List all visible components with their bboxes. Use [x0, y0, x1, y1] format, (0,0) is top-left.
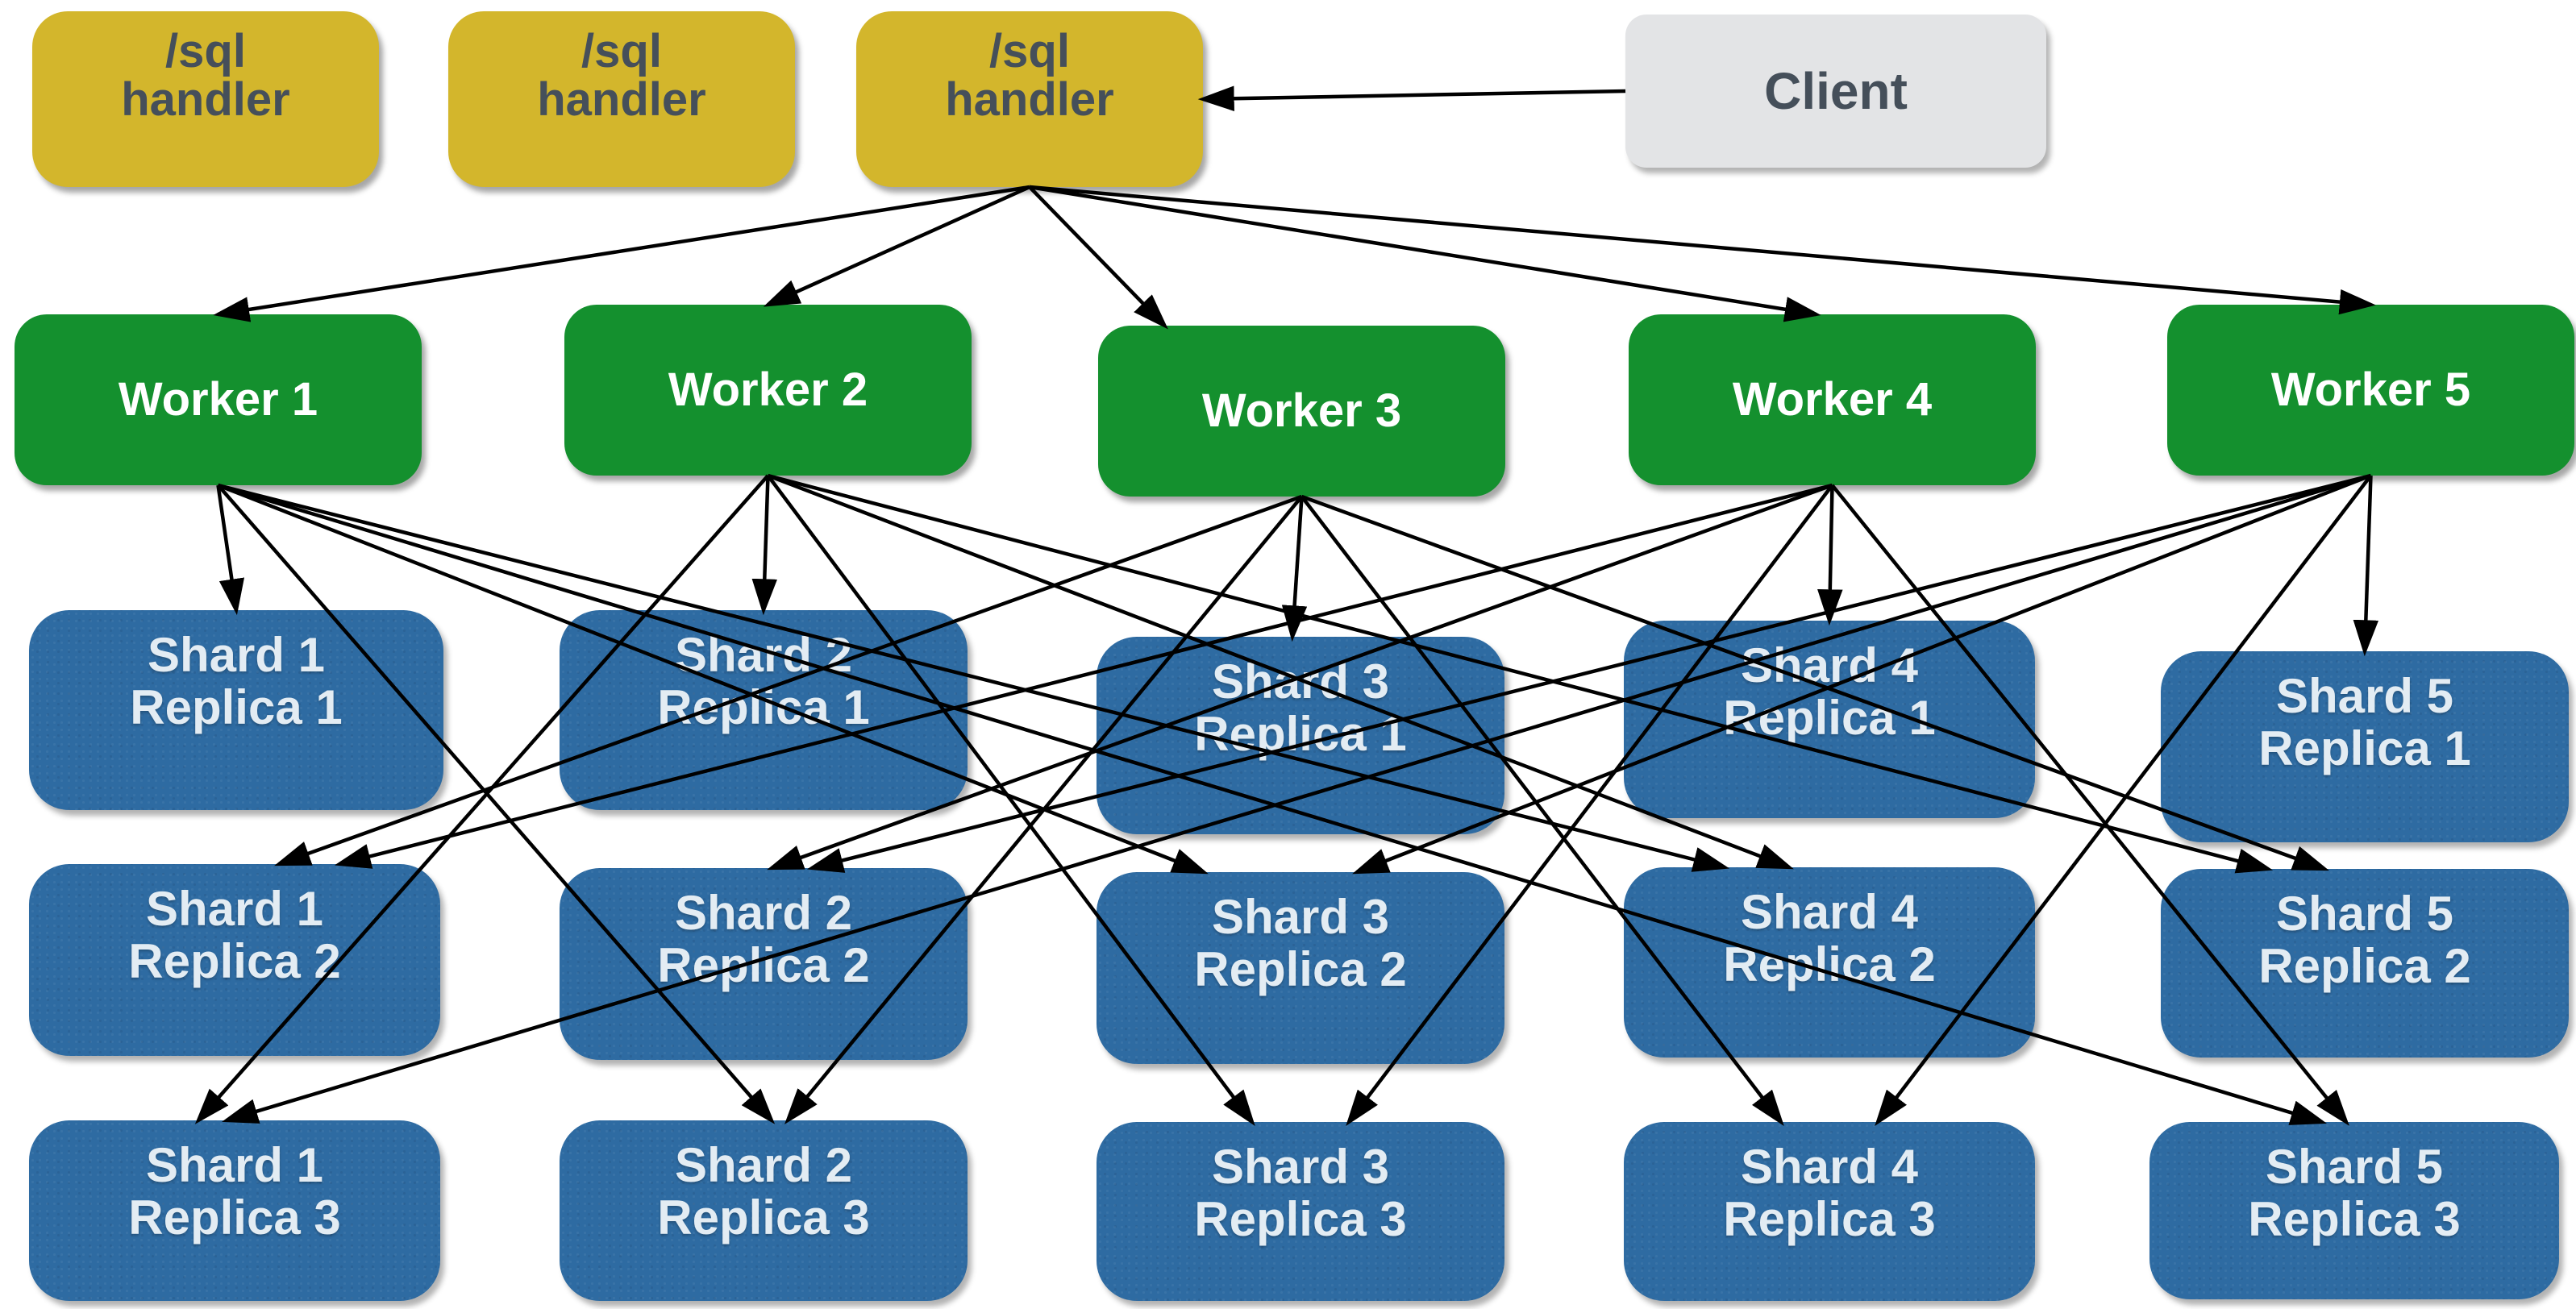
- s1r3-label-line: Replica 3: [128, 1190, 341, 1245]
- s2r3-label-line: Shard 2: [674, 1138, 853, 1192]
- worker2-label-line: Worker 2: [668, 363, 868, 416]
- s3r2-label-line: Shard 3: [1211, 890, 1390, 944]
- s4r1-label-line: Shard 4: [1740, 638, 1919, 692]
- s5r1-label-line: Shard 5: [2275, 669, 2454, 723]
- s5r2-label-line: Shard 5: [2275, 887, 2454, 941]
- s1r3-label-line: Shard 1: [145, 1138, 324, 1192]
- s3r2-label-line: Replica 2: [1194, 941, 1407, 996]
- s3r1-label-line: Replica 1: [1194, 706, 1407, 761]
- node-worker1: Worker 1: [15, 314, 422, 485]
- s4r3-label-line: Shard 4: [1740, 1140, 1919, 1194]
- s3r1-label-line: Shard 3: [1211, 654, 1390, 709]
- s5r3-label-line: Replica 3: [2248, 1191, 2461, 1246]
- handler1-label-line: handler: [121, 73, 290, 127]
- s2r1-label-line: Shard 2: [674, 628, 853, 682]
- s1r1-label-line: Shard 1: [147, 628, 326, 682]
- s2r1-label-line: Replica 1: [657, 679, 870, 734]
- node-client: Client: [1625, 15, 2046, 168]
- worker4-label-line: Worker 4: [1732, 372, 1933, 426]
- handler2-label-line: handler: [537, 73, 706, 127]
- node-worker5: Worker 5: [2167, 305, 2574, 476]
- worker1-label-line: Worker 1: [118, 372, 318, 426]
- handler3-label-line: handler: [945, 73, 1114, 127]
- s2r3-label-line: Replica 3: [657, 1190, 870, 1245]
- s3r3-label-line: Replica 3: [1194, 1191, 1407, 1246]
- s4r2-label-line: Shard 4: [1740, 885, 1919, 939]
- handler2-label-line: /sql: [581, 25, 662, 77]
- node-worker3: Worker 3: [1098, 326, 1505, 497]
- worker5-label-line: Worker 5: [2270, 363, 2471, 416]
- s2r2-label-line: Replica 2: [657, 937, 870, 992]
- handler1-label-line: /sql: [165, 25, 246, 77]
- s2r2-label-line: Shard 2: [674, 886, 853, 940]
- s1r2-label-line: Shard 1: [145, 882, 324, 936]
- node-worker2: Worker 2: [564, 305, 972, 476]
- s1r2-label-line: Replica 2: [128, 933, 341, 988]
- node-worker4: Worker 4: [1629, 314, 2036, 485]
- s4r2-label-line: Replica 2: [1723, 937, 1936, 991]
- s1r1-label-line: Replica 1: [130, 679, 343, 734]
- handler3-label-line: /sql: [989, 25, 1070, 77]
- s4r3-label-line: Replica 3: [1723, 1191, 1936, 1246]
- s5r3-label-line: Shard 5: [2265, 1140, 2444, 1194]
- client-label-line: Client: [1764, 62, 1908, 120]
- worker3-label-line: Worker 3: [1201, 384, 1402, 437]
- s5r1-label-line: Replica 1: [2258, 721, 2471, 775]
- s3r3-label-line: Shard 3: [1211, 1140, 1390, 1194]
- s4r1-label-line: Replica 1: [1723, 690, 1936, 745]
- s5r2-label-line: Replica 2: [2258, 938, 2471, 993]
